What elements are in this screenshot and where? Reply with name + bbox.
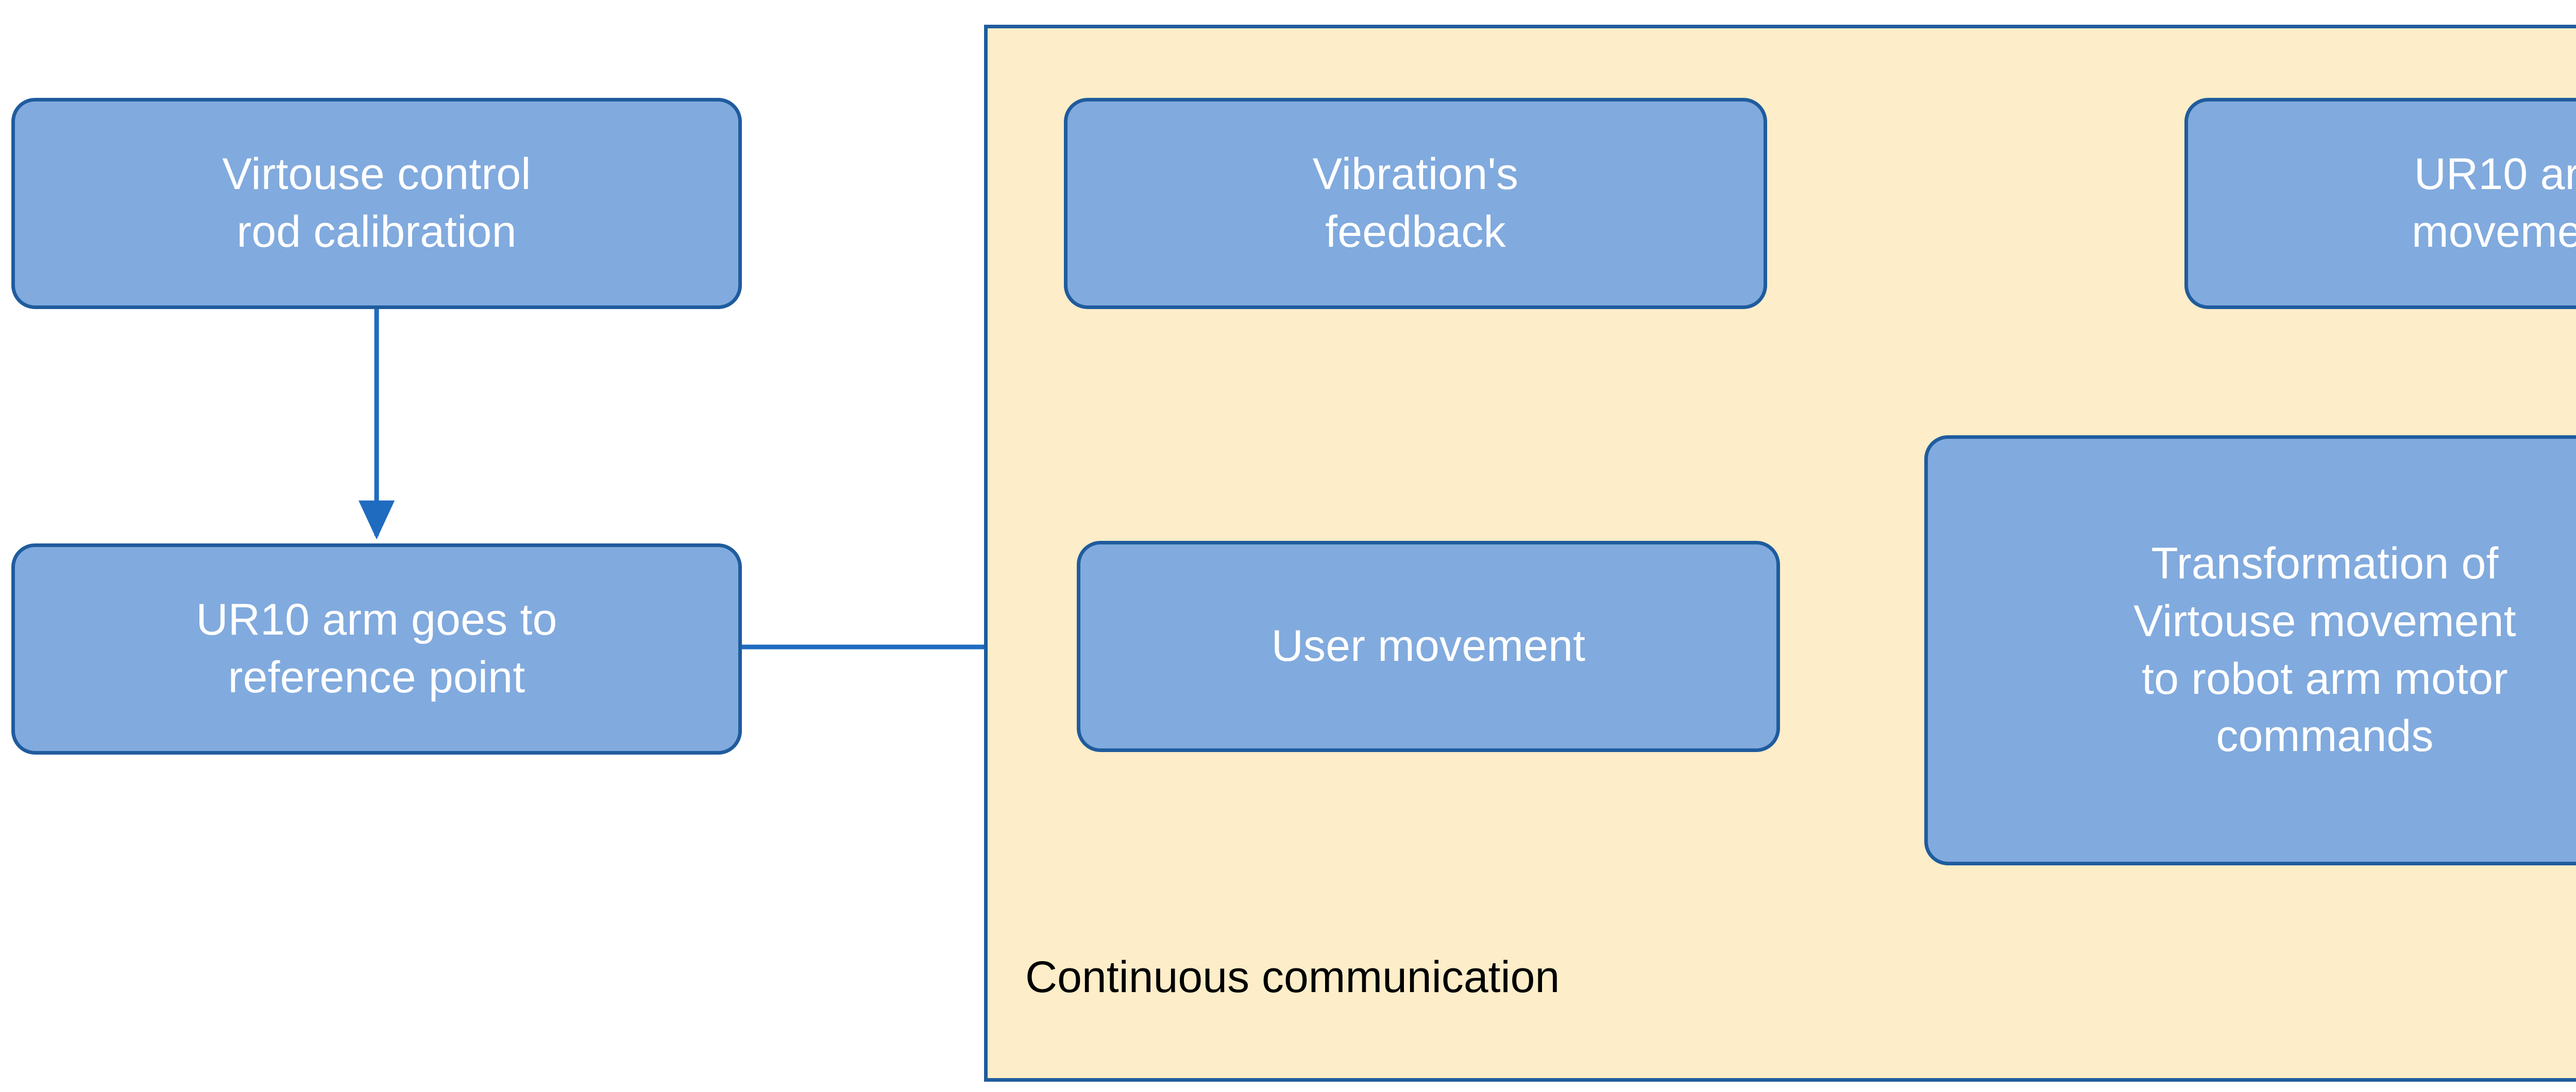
- node-ur10-arm-goes-to-reference-point[interactable]: UR10 arm goes to reference point: [11, 543, 742, 755]
- node-vibrations-feedback[interactable]: Vibration's feedback: [1064, 98, 1767, 309]
- node-label: UR10 arm movement: [2411, 149, 2576, 257]
- node-label: Vibration's feedback: [1312, 149, 1519, 257]
- node-ur10-arm-movement[interactable]: UR10 arm movement: [2184, 98, 2576, 309]
- node-label: Transformation of Virtouse movement to r…: [2133, 538, 2516, 761]
- group-caption-label: Continuous communication: [1025, 952, 1560, 1002]
- node-transformation-of-virtouse-movement[interactable]: Transformation of Virtouse movement to r…: [1924, 435, 2576, 865]
- node-label: UR10 arm goes to reference point: [196, 595, 557, 702]
- node-label: Virtouse control rod calibration: [222, 149, 531, 257]
- node-virtouse-control-rod-calibration[interactable]: Virtouse control rod calibration: [11, 98, 742, 309]
- node-label: User movement: [1271, 621, 1586, 671]
- node-user-movement[interactable]: User movement: [1077, 541, 1780, 752]
